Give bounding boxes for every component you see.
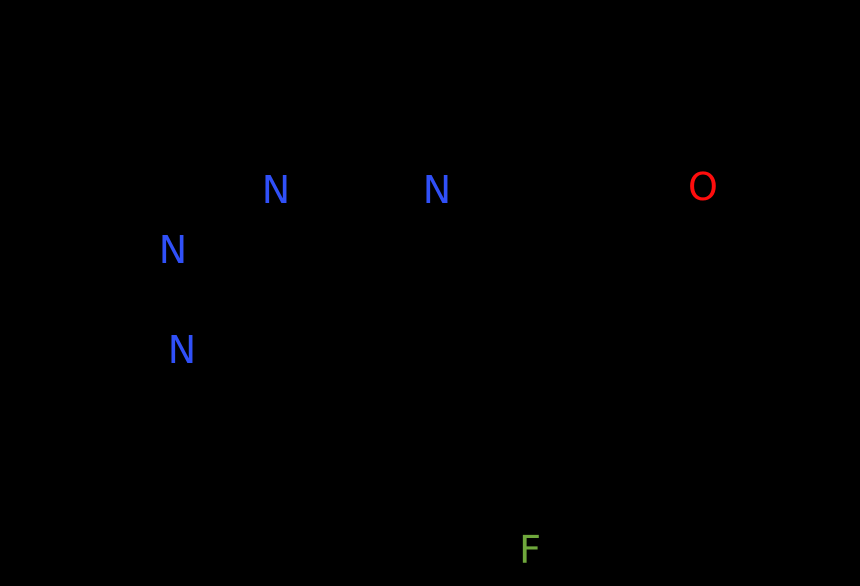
atom-n-4: N — [167, 328, 197, 372]
atom-o: O — [688, 165, 718, 209]
atom-f: F — [519, 528, 541, 572]
atom-n-2: N — [422, 168, 452, 212]
atom-n-3: N — [158, 228, 188, 272]
atom-n-1: N — [261, 168, 291, 212]
